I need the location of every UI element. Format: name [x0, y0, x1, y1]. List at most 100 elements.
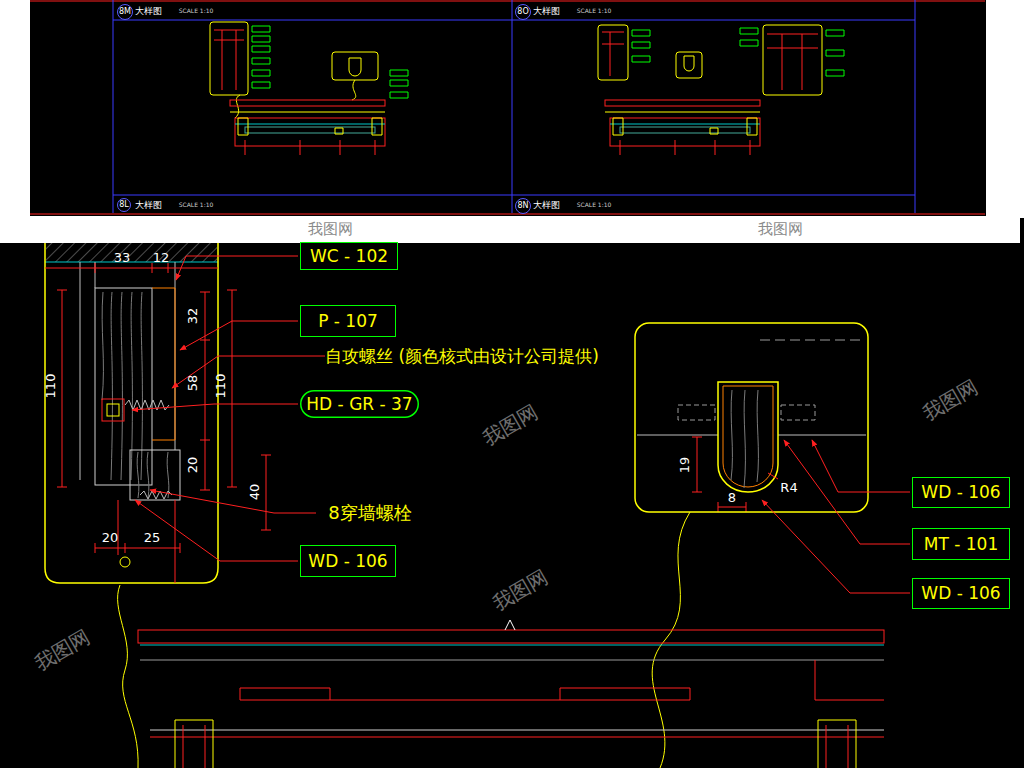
metal-profile — [152, 288, 175, 440]
cad-panel-edge — [1020, 218, 1024, 243]
node-label: WC - 102 — [310, 247, 388, 266]
node-label: WD - 106 — [921, 584, 1000, 603]
dimension: 8 — [728, 491, 736, 504]
dimension: 110 — [44, 374, 57, 399]
leader-line — [784, 440, 910, 544]
view-title: 大样图 — [135, 201, 162, 210]
mini-groove — [684, 56, 694, 71]
watermark: 我图网 — [31, 626, 93, 673]
mini-groove — [349, 58, 361, 76]
dimension: 25 — [144, 531, 161, 544]
view-badge: 8N — [515, 198, 531, 214]
break-line — [118, 585, 139, 768]
section-band — [138, 630, 884, 643]
watermark: 我图网 — [758, 222, 803, 237]
material-tag: P - 107 — [300, 305, 396, 337]
groove-profile — [718, 382, 778, 492]
section-line — [140, 660, 884, 661]
wood-grain — [731, 390, 758, 488]
section-line — [150, 737, 884, 738]
dimension: 58 — [186, 375, 199, 392]
leader-line — [176, 256, 298, 280]
material-tag: WD - 106 — [912, 477, 1010, 508]
leader-line — [135, 500, 298, 561]
material-tag: MT - 101 — [912, 528, 1010, 560]
leader-line — [762, 500, 910, 593]
view-badge: 8M — [117, 4, 133, 20]
break-mark — [505, 620, 515, 630]
detail-bubble — [635, 323, 868, 512]
node-label: WD - 106 — [921, 483, 1000, 502]
node-label: 8M — [119, 8, 131, 17]
dimension: 20 — [186, 457, 199, 474]
mini-plan — [605, 100, 760, 155]
leader-line — [812, 440, 910, 492]
node-label: MT - 101 — [924, 535, 998, 554]
panel-frame — [30, 1, 985, 214]
bolt-head — [120, 557, 130, 567]
annotation: 8穿墙螺栓 — [328, 504, 411, 522]
scale-note: SCALE 1:10 — [577, 8, 612, 14]
mini-detail — [763, 25, 822, 95]
mini-callouts — [390, 70, 408, 98]
mini-detail — [210, 22, 248, 95]
circle-outline — [118, 199, 131, 212]
wood-grain — [102, 292, 142, 480]
section-line — [150, 730, 884, 731]
material-tag: WC - 102 — [300, 242, 398, 270]
material-tag: WD - 106 — [300, 545, 396, 577]
view-title: 大样图 — [135, 7, 162, 16]
node-label: WD - 106 — [308, 552, 387, 571]
leader-line — [132, 404, 298, 410]
annotation: 自攻螺丝 (颜色核式由设计公司提供) — [325, 348, 599, 365]
node-label: 8L — [119, 201, 129, 210]
profile-lines — [80, 262, 175, 480]
mini-detail — [598, 25, 628, 80]
hardware-tag: HD - GR - 37 — [300, 390, 419, 418]
dimension: 12 — [153, 251, 170, 264]
view-title: 大样图 — [533, 7, 560, 16]
wood-block — [130, 450, 180, 500]
screw-head — [107, 404, 119, 416]
wood-grain — [137, 452, 169, 498]
circle-outline — [516, 5, 531, 20]
mini-callouts — [252, 26, 270, 88]
node-label: 8N — [517, 202, 528, 211]
material-tag: WD - 106 — [912, 578, 1010, 609]
section-post-lines — [183, 725, 848, 768]
mini-detail-lines — [602, 32, 624, 76]
dimension: 20 — [102, 531, 119, 544]
panel-grid — [113, 0, 915, 213]
center-line — [760, 340, 860, 341]
scale-note: SCALE 1:10 — [577, 202, 612, 208]
section-post — [175, 720, 856, 768]
pill-outline — [301, 391, 419, 418]
view-badge: 8L — [117, 198, 131, 212]
detail-bubble — [45, 243, 218, 583]
watermark: 我图网 — [489, 566, 551, 613]
dimension: 19 — [678, 457, 691, 474]
scale-note: SCALE 1:10 — [179, 8, 214, 14]
circle-outline — [516, 199, 531, 214]
mini-detail-lines — [767, 34, 818, 90]
dimension: R4 — [780, 481, 797, 494]
node-label: 8O — [517, 8, 528, 17]
section-detail — [815, 660, 884, 700]
cad-panel — [30, 0, 986, 216]
wall-hatch — [46, 243, 217, 262]
bolt-line — [118, 500, 175, 583]
hidden-line — [678, 405, 815, 420]
wall-bolt — [140, 491, 172, 499]
mini-callouts — [632, 28, 844, 76]
scale-note: SCALE 1:10 — [179, 202, 214, 208]
leader-line — [768, 473, 778, 479]
wall-line — [45, 262, 218, 263]
node-label: HD - GR - 37 — [306, 395, 412, 414]
section-line — [140, 645, 884, 646]
watermark: 我图网 — [308, 222, 353, 237]
view-title: 大样图 — [533, 201, 560, 210]
node-label: P - 107 — [318, 312, 378, 331]
view-badge: 8O — [515, 4, 531, 20]
